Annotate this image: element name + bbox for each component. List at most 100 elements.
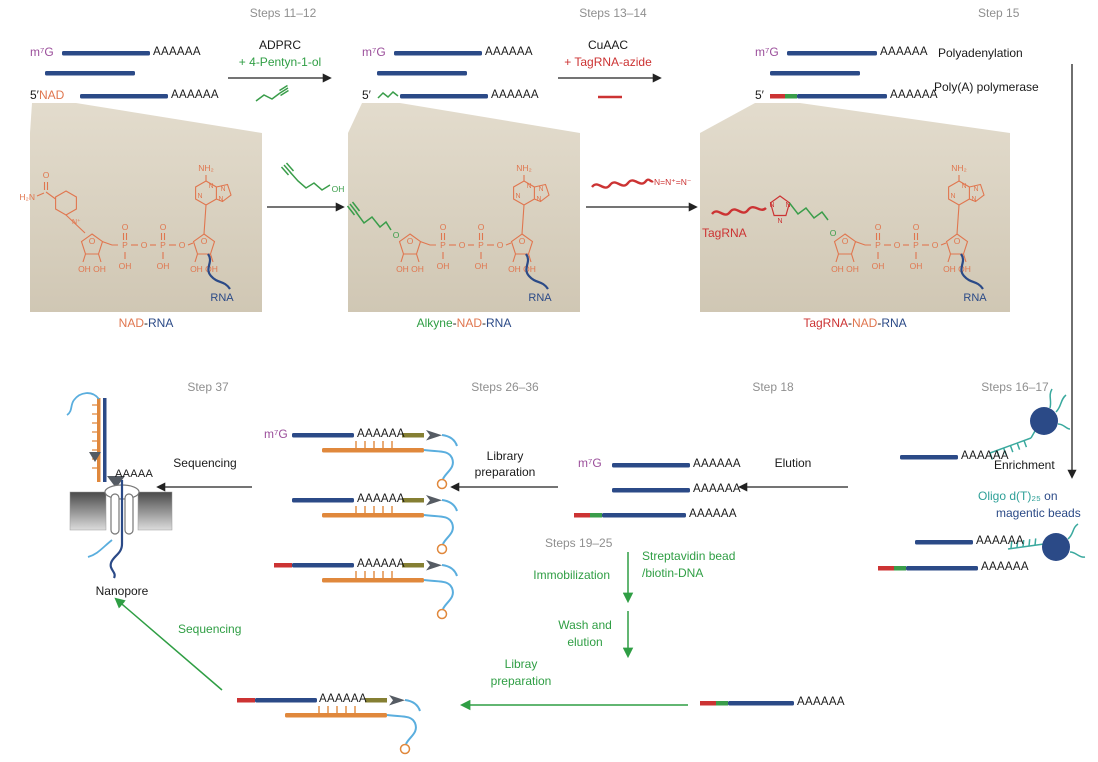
- library-construct-3: [274, 560, 458, 620]
- tagrna-label: TagRNA: [702, 226, 747, 240]
- enrichment-label: Enrichment: [994, 458, 1055, 472]
- membrane-right: [137, 491, 173, 531]
- caption-dash: -: [848, 316, 852, 330]
- magnetic-bead: [1042, 533, 1070, 561]
- m7g-label: m⁷G: [755, 45, 779, 59]
- linker-segment: [785, 94, 797, 99]
- polya-label: AAAAAA: [171, 89, 219, 101]
- alkyne-chain-group: O: [346, 201, 400, 240]
- five-prime-label: 5′: [755, 88, 764, 102]
- panel-backgrounds: [30, 103, 1010, 312]
- five-prime: 5′: [30, 88, 39, 102]
- atom-o-green: O: [393, 230, 400, 240]
- streptavidin-label-l1: Streptavidin bead: [642, 549, 736, 563]
- arrow-sequencing-green: [114, 597, 223, 691]
- caption-dash: -: [452, 316, 457, 330]
- pentynol-molecule: OH: [280, 162, 345, 194]
- panel-alkyne-nad-rna: [348, 103, 580, 312]
- library-construct-final: [237, 695, 421, 755]
- polya-label: AAAAAA: [689, 508, 737, 520]
- panel-tagrna-nad-rna: [700, 103, 1010, 312]
- immobilization-label: Immobilization: [533, 568, 610, 582]
- streptavidin-label-l2: /biotin-DNA: [642, 566, 704, 580]
- translocating-strand: [109, 480, 124, 579]
- step-label-26-36: Steps 26–36: [471, 380, 539, 394]
- motor-protein-glyph: [426, 430, 442, 441]
- polya-label: AAAAAA: [981, 561, 1029, 573]
- step-label-19-25: Steps 19–25: [545, 536, 613, 550]
- eluted-rna-group: [574, 463, 690, 518]
- atom-o-green: O: [830, 228, 837, 238]
- adapter-loop: [399, 743, 411, 755]
- polya-label: AAAAAA: [357, 428, 405, 440]
- caption-nad: NAD: [456, 316, 483, 330]
- wash-label-l1: Wash and: [558, 618, 612, 632]
- azide-formula-label: N=N⁺=N⁻: [654, 177, 692, 187]
- caption-alkyne: Alkyne: [416, 316, 453, 330]
- black-arrows: [156, 64, 1077, 492]
- nicotinamide-group: N⁺ O H₂N: [19, 170, 86, 234]
- polya-label: AAAAAA: [357, 558, 405, 570]
- atom-oh-green: OH: [332, 184, 345, 194]
- atom-n-plus: N⁺: [72, 218, 81, 226]
- atom-h2n: H₂N: [19, 192, 35, 202]
- step-label-37: Step 37: [187, 380, 229, 394]
- motor-protein-glyph: [426, 495, 442, 506]
- m7g-label: m⁷G: [30, 45, 54, 59]
- pentynol-label: + 4-Pentyn-1-ol: [238, 55, 322, 69]
- nanopore-label: Nanopore: [95, 584, 149, 598]
- five-prime-nad-label: 5′NAD: [30, 88, 64, 102]
- polya-label: AAAAAA: [491, 89, 539, 101]
- tagrna-azide-label: + TagRNA-azide: [564, 55, 652, 69]
- pore-leg: [110, 493, 120, 535]
- m7g-label: m⁷G: [264, 427, 288, 441]
- motor-protein-glyph: [426, 560, 442, 571]
- polya-label: AAAAAA: [961, 450, 1009, 462]
- oligo-on-text: on: [1040, 489, 1058, 503]
- adapter-loop: [436, 608, 448, 620]
- library-construct-1: [292, 430, 458, 490]
- adapter-loop: [436, 478, 448, 490]
- step-label-15: Step 15: [978, 6, 1020, 20]
- oligo-dt-text: Oligo d(T)₂₅: [978, 489, 1041, 503]
- caption-dash: -: [877, 316, 882, 330]
- caption-nad: NAD: [118, 316, 144, 330]
- tagrna-segment: [770, 94, 785, 99]
- polya-label: AAAAAA: [319, 693, 367, 705]
- polya-label: AAAAAA: [485, 46, 533, 58]
- magnetic-beads-label: magentic beads: [996, 506, 1081, 520]
- caption-dash: -: [144, 316, 148, 330]
- nanopore-assembly: [66, 392, 173, 579]
- caption-dash: -: [482, 316, 487, 330]
- caption-nad: NAD: [852, 316, 878, 330]
- tagrna-triazole-group: N N N O: [711, 195, 837, 238]
- panel-nad-rna: [30, 103, 262, 312]
- polya-label: AAAAAA: [976, 535, 1024, 547]
- oligo-dt-label: Oligo d(T)₂₅ on: [978, 489, 1058, 503]
- polyadenylation-label: Polyadenylation: [938, 46, 1023, 60]
- bead-cluster-lower: [878, 523, 1086, 571]
- alkyne-tag-glyph: [377, 90, 399, 99]
- cuaac-label: CuAAC: [587, 38, 628, 52]
- adprc-label: ADPRC: [258, 38, 301, 52]
- magnetic-bead: [1030, 407, 1058, 435]
- caption-rna: RNA: [148, 316, 174, 330]
- atom-n: N: [769, 202, 774, 209]
- nad-text: NAD: [38, 88, 65, 102]
- polya-polymerase-label: Poly(A) polymerase: [934, 80, 1039, 94]
- elution-label: Elution: [774, 456, 812, 470]
- atom-n: N: [777, 218, 782, 225]
- motor-protein-glyph: [89, 452, 101, 462]
- step-label-16-17: Steps 16–17: [981, 380, 1049, 394]
- libray-prep-label-l1: Libray: [504, 657, 538, 671]
- step-label-13-14: Steps 13–14: [579, 6, 647, 20]
- caption-alkyne-nad-rna: Alkyne-NAD-RNA: [394, 316, 534, 330]
- caption-tagrna-nad-rna: TagRNA-NAD-RNA: [778, 316, 932, 330]
- wash-label-l2: elution: [567, 635, 603, 649]
- pore-leg: [124, 493, 134, 535]
- sequencing-green-label: Sequencing: [178, 622, 242, 636]
- polya-label: AAAAAA: [890, 89, 938, 101]
- top-rna-bars: [45, 51, 887, 99]
